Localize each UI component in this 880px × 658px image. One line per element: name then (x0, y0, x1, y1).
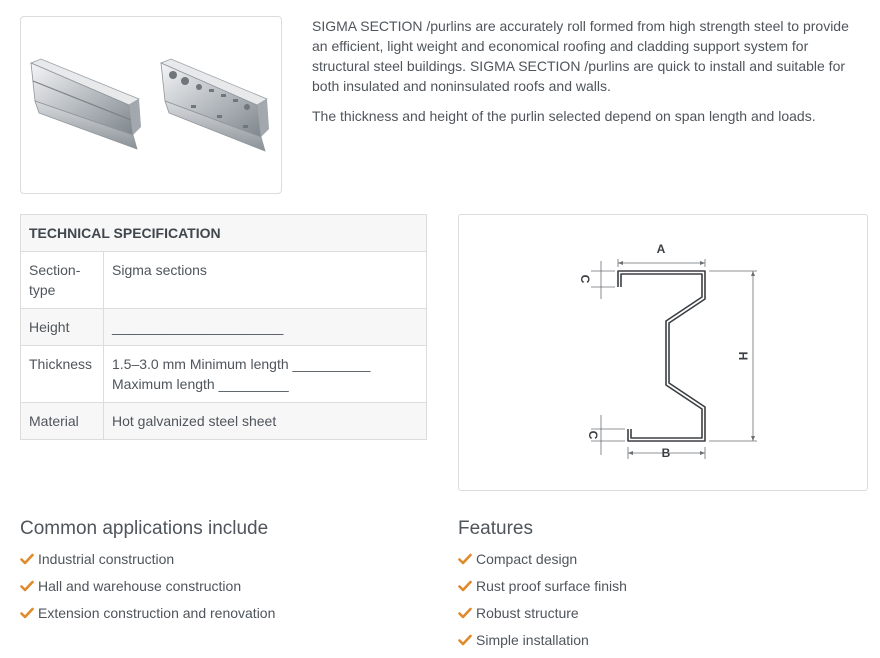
dimension-label-c: C (586, 431, 600, 440)
check-icon (458, 607, 472, 619)
profile-outline (617, 270, 706, 442)
list-item: Hall and warehouse construction (20, 576, 275, 603)
row-value: ______________________ (103, 308, 427, 346)
check-icon (20, 580, 34, 592)
dimension-label-h: H (736, 352, 750, 361)
sigma-purlin-image (29, 58, 269, 152)
row-label: Section-type (20, 251, 104, 309)
dimension-label-c: C (578, 275, 592, 284)
row-label: Height (20, 308, 104, 346)
check-icon (458, 553, 472, 565)
row-label: Material (20, 402, 104, 440)
dimension-label-b: B (662, 446, 671, 460)
row-value: Hot galvanized steel sheet (103, 402, 427, 440)
technical-specification-table: TECHNICAL SPECIFICATION Section-type Sig… (20, 214, 427, 440)
table-row: Section-type Sigma sections (20, 251, 427, 309)
list-item: Simple installation (458, 630, 627, 657)
check-icon (20, 553, 34, 565)
sigma-profile-drawing: A B C C H (578, 242, 757, 460)
applications-list: Industrial construction Hall and warehou… (20, 549, 275, 630)
applications-heading: Common applications include (20, 518, 269, 539)
list-item-label: Hall and warehouse construction (38, 578, 242, 594)
intro-paragraph: SIGMA SECTION /purlins are accurately ro… (312, 18, 849, 94)
table-row: Thickness 1.5–3.0 mm Minimum length ____… (20, 345, 427, 403)
row-value: 1.5–3.0 mm Minimum length __________ Max… (103, 345, 427, 403)
row-label: Thickness (20, 345, 104, 403)
list-item: Robust structure (458, 603, 627, 630)
check-icon (458, 634, 472, 646)
check-icon (20, 607, 34, 619)
list-item: Industrial construction (20, 549, 275, 576)
product-photo (20, 16, 282, 194)
table-row: Material Hot galvanized steel sheet (20, 402, 427, 440)
list-item-label: Robust structure (476, 605, 579, 621)
list-item: Extension construction and renovation (20, 603, 275, 630)
row-value: Sigma sections (103, 251, 427, 309)
list-item-label: Extension construction and renovation (38, 605, 276, 621)
table-row: Height ______________________ (20, 308, 427, 346)
list-item-label: Simple installation (476, 632, 589, 648)
check-icon (458, 580, 472, 592)
table-header-row: TECHNICAL SPECIFICATION (20, 214, 427, 252)
list-item: Rust proof surface finish (458, 576, 627, 603)
list-item: Compact design (458, 549, 627, 576)
dimension-arrows (618, 261, 755, 455)
perforated-purlin (159, 58, 269, 152)
features-list: Compact design Rust proof surface finish… (458, 549, 627, 657)
dimension-label-a: A (657, 242, 666, 256)
plain-purlin (29, 58, 141, 150)
list-item-label: Rust proof surface finish (476, 578, 627, 594)
table-heading: TECHNICAL SPECIFICATION (20, 214, 427, 252)
features-heading: Features (458, 518, 533, 539)
intro-text: SIGMA SECTION /purlins are accurately ro… (312, 16, 867, 136)
list-item-label: Industrial construction (38, 551, 175, 567)
dimension-lines (591, 259, 757, 459)
list-item-label: Compact design (476, 551, 578, 567)
section-diagram: A B C C H (458, 214, 868, 491)
intro-paragraph: The thickness and height of the purlin s… (312, 108, 816, 124)
